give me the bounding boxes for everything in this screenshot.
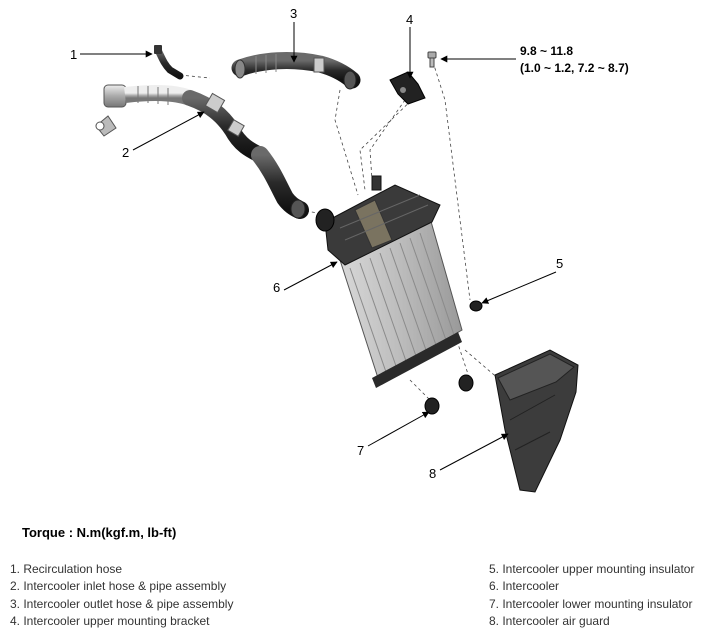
mounting-bolt <box>427 51 437 68</box>
leader-lines <box>80 22 557 471</box>
callout-4: 4 <box>406 12 413 27</box>
callout-1: 1 <box>70 47 77 62</box>
callout-6: 6 <box>273 280 280 295</box>
legend-item: 3. Intercooler outlet hose & pipe assemb… <box>10 596 234 611</box>
intercooler <box>315 175 463 388</box>
callout-5: 5 <box>556 256 563 271</box>
recirculation-hose <box>154 45 184 80</box>
callout-3: 3 <box>290 6 297 21</box>
legend-item: 6. Intercooler <box>489 579 560 594</box>
torque-value-kgf-lbft: (1.0 ~ 1.2, 7.2 ~ 8.7) <box>520 61 629 75</box>
lower-mounting-insulator <box>424 374 474 415</box>
intercooler-air-guard <box>494 349 579 493</box>
exploded-parts-diagram: 1 2 3 4 5 6 7 8 9.8 ~ 11.8 (1.0 ~ 1.2, 7… <box>70 6 629 493</box>
torque-value-nm: 9.8 ~ 11.8 <box>520 44 573 58</box>
legend-item: 1. Recirculation hose <box>10 562 123 576</box>
legend-item: 7. Intercooler lower mounting insulator <box>489 596 693 611</box>
callout-7: 7 <box>357 443 364 458</box>
callout-8: 8 <box>429 466 436 481</box>
parts-legend-left: 1. Recirculation hose 2. Intercooler inl… <box>10 561 233 630</box>
callout-2: 2 <box>122 145 129 160</box>
upper-mounting-bracket <box>389 71 426 105</box>
torque-units-title: Torque : N.m(kgf.m, lb-ft) <box>22 525 177 540</box>
legend-item: 2. Intercooler inlet hose & pipe assembl… <box>10 579 227 594</box>
legend-item: 4. Intercooler upper mounting bracket <box>10 613 210 628</box>
upper-mounting-insulator <box>469 300 483 312</box>
intercooler-inlet-hose-pipe-assembly <box>95 84 309 219</box>
intercooler-outlet-hose-pipe-assembly <box>231 52 361 90</box>
legend-item: 5. Intercooler upper mounting insulator <box>489 562 695 576</box>
legend-item: 8. Intercooler air guard <box>489 613 610 628</box>
parts-legend-right: 5. Intercooler upper mounting insulator … <box>489 561 694 630</box>
